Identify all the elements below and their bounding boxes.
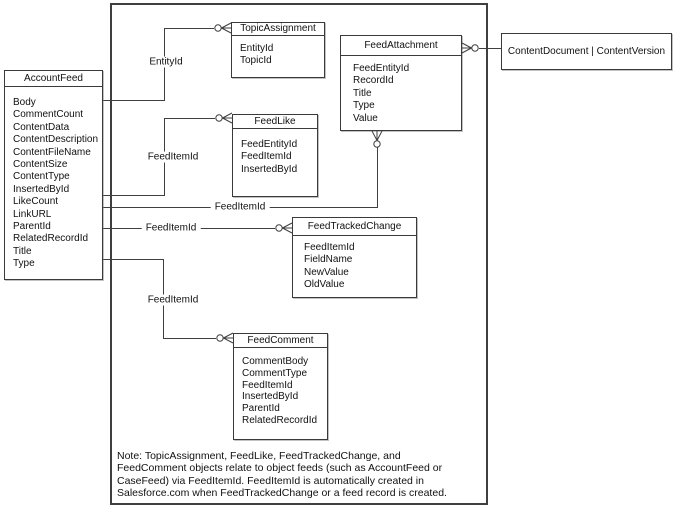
field-row: NewValue: [304, 266, 349, 278]
field-row: ContentData: [13, 121, 70, 133]
field-row: TopicId: [240, 55, 272, 67]
zero-or-many-connector-icon: [216, 332, 233, 344]
many-zero-connector-icon: [462, 42, 479, 54]
entity-title-feedlike: FeedLike: [233, 115, 317, 129]
field-row: ParentId: [242, 403, 280, 415]
line-feedcomment-h1: [103, 259, 163, 260]
field-row: RecordId: [353, 75, 394, 87]
field-row: LikeCount: [13, 196, 59, 208]
entity-title-feedtrackedchange: FeedTrackedChange: [293, 218, 416, 236]
field-row: Title: [13, 245, 32, 257]
relationship-label-feeditemid-feedcomment: FeedItemId: [143, 294, 203, 306]
zero-or-many-connector-icon: [215, 112, 232, 124]
field-row: OldValue: [304, 279, 345, 291]
line-entityid-h2: [164, 28, 214, 29]
field-row: LinkURL: [13, 208, 52, 220]
line-feedattachment-v: [377, 147, 378, 208]
field-row: FeedItemId: [241, 151, 292, 163]
field-row: Type: [353, 100, 375, 112]
zero-or-many-connector-icon: [275, 222, 292, 234]
entity-title-topicassignment: TopicAssignment: [232, 23, 324, 36]
field-row: FeedItemId: [304, 242, 355, 253]
diagram-note: Note: TopicAssignment, FeedLike, FeedTra…: [117, 450, 447, 499]
entity-title-feedattachment: FeedAttachment: [341, 36, 461, 56]
relationship-label-feeditemid-feedlike: FeedItemId: [143, 151, 203, 163]
field-row: ContentFileName: [13, 146, 91, 158]
entity-title-accountfeed: AccountFeed: [5, 71, 102, 87]
field-row: ParentId: [13, 221, 51, 233]
field-row: CommentBody: [242, 356, 309, 367]
entity-title-contentdocument: ContentDocument | ContentVersion: [507, 46, 666, 57]
field-row: CommentType: [242, 367, 308, 379]
field-row: CommentCount: [13, 109, 84, 121]
field-row: InsertedById: [241, 163, 298, 175]
line-entityid-h1: [103, 100, 164, 101]
line-feedcomment-h2: [163, 338, 216, 339]
line-feedlike-h2: [164, 118, 215, 119]
field-row: FeedItemId: [242, 379, 293, 391]
line-feedlike-h1: [103, 195, 164, 196]
field-row: Title: [353, 87, 372, 99]
field-row: Type: [13, 258, 35, 270]
field-row: InsertedById: [242, 391, 299, 403]
line-contentdocument-h: [479, 48, 501, 49]
field-row: FeedEntityId: [241, 139, 298, 150]
field-row: Body: [13, 97, 36, 108]
entity-contentdocument: ContentDocument | ContentVersion: [501, 33, 672, 70]
field-row: FeedEntityId: [353, 63, 410, 74]
field-row: InsertedById: [13, 183, 70, 195]
field-row: RelatedRecordId: [242, 414, 318, 426]
field-row: RelatedRecordId: [13, 233, 89, 245]
zero-or-many-connector-icon: [214, 22, 231, 34]
field-row: Value: [353, 112, 378, 124]
field-row: FieldName: [304, 254, 353, 266]
zero-or-many-connector-up-icon: [371, 131, 383, 148]
relationship-label-feeditemid-feedattachment: FeedItemId: [210, 201, 270, 213]
field-row: ContentType: [13, 171, 70, 183]
relationship-label-entityid: EntityId: [145, 56, 187, 68]
diagram-frame: [110, 3, 488, 505]
field-row: ContentSize: [13, 159, 68, 171]
entity-title-feedcomment: FeedComment: [234, 334, 327, 348]
field-row: EntityId: [240, 43, 274, 54]
field-row: ContentDescription: [13, 134, 99, 146]
relationship-label-feeditemid-feedtrackedchange: FeedItemId: [141, 222, 201, 234]
